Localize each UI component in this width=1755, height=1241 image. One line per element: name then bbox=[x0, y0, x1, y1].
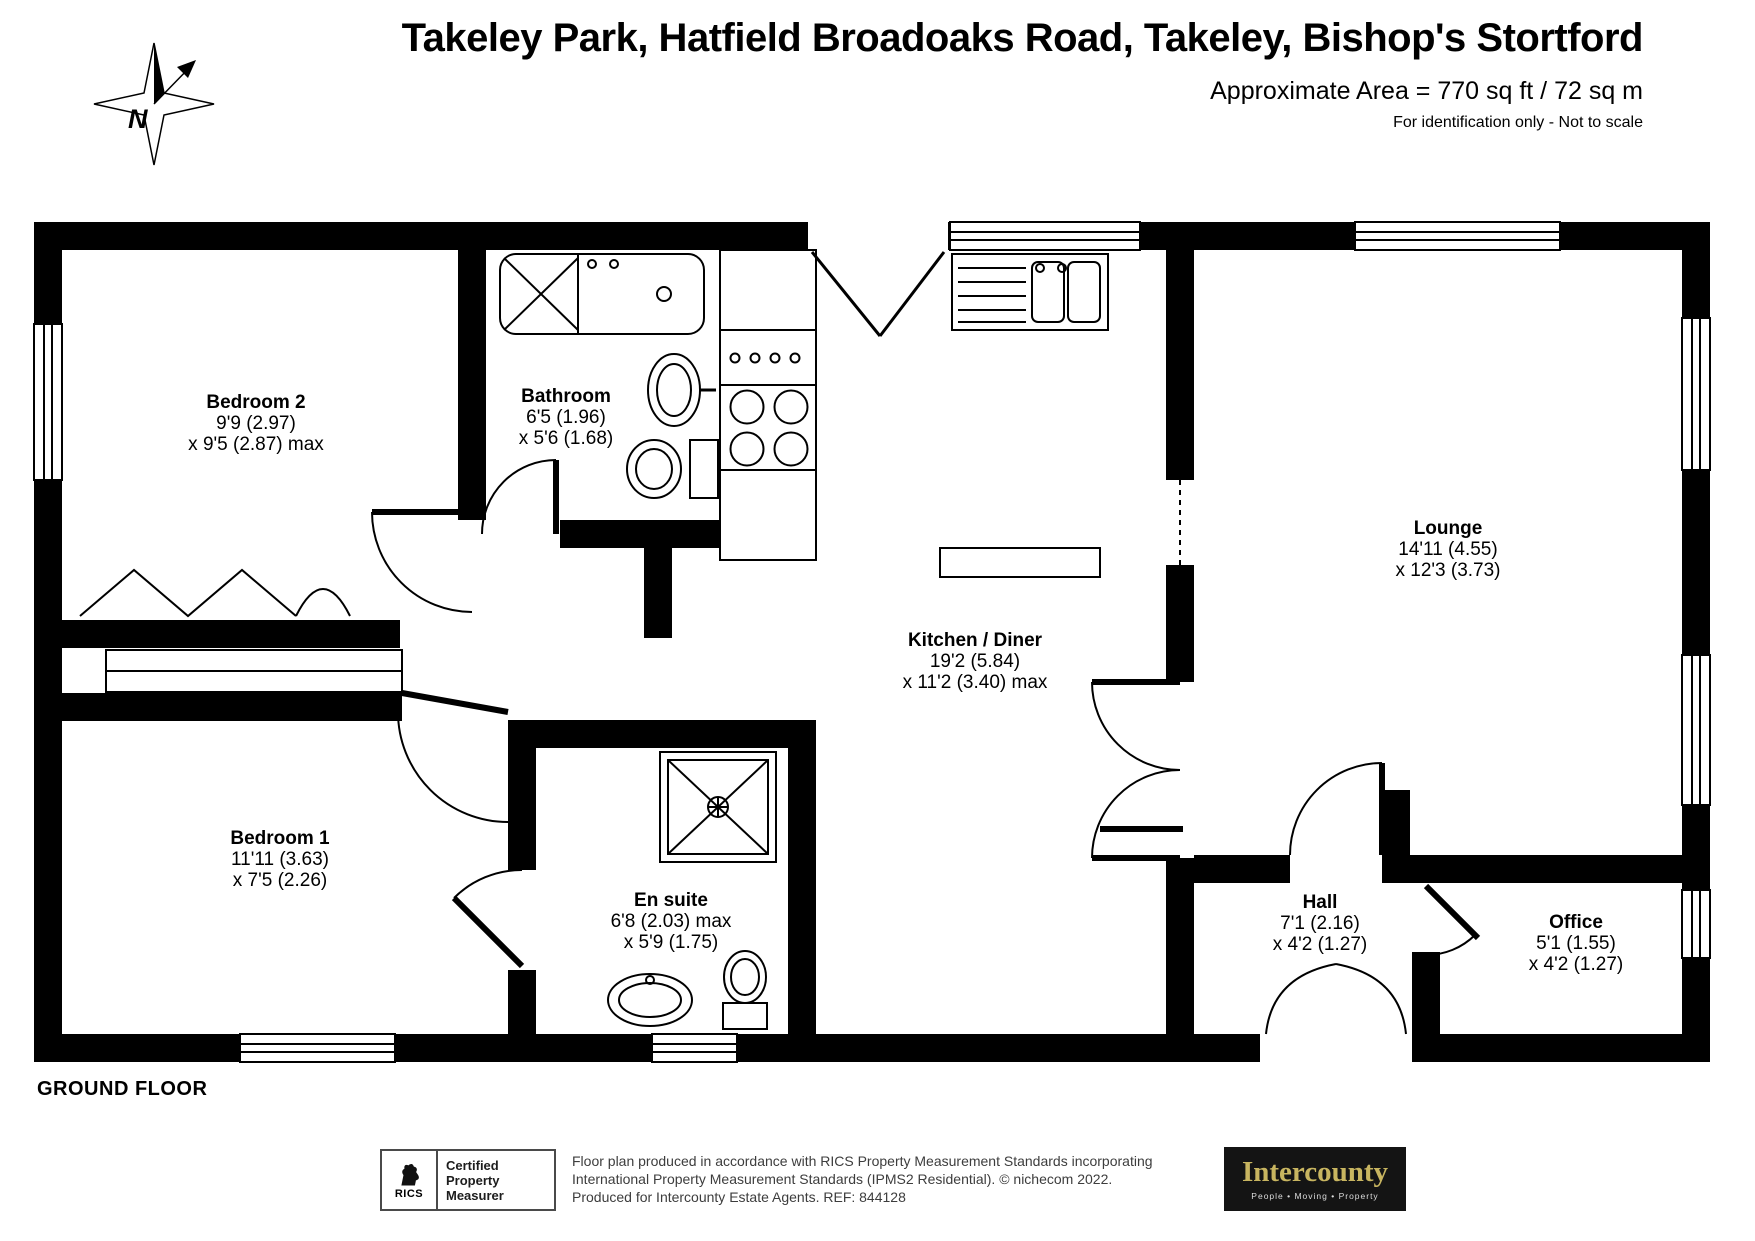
room-dim: x 5'9 (1.75) bbox=[623, 932, 719, 953]
rics-cert-text: Certified Property Measurer bbox=[438, 1151, 554, 1209]
room-label-bedroom1: Bedroom 1 11'11 (3.63) x 7'5 (2.26) bbox=[230, 828, 329, 891]
front-door-arc bbox=[1265, 963, 1337, 1035]
room-dim: x 7'5 (2.26) bbox=[232, 870, 328, 891]
room-label-ensuite: En suite 6'8 (2.03) max x 5'9 (1.75) bbox=[611, 890, 732, 953]
office-door-leaf bbox=[1423, 883, 1481, 941]
wall-openings bbox=[34, 222, 1710, 1062]
bathroom-toilet-icon bbox=[626, 439, 719, 499]
hob-icon bbox=[729, 352, 809, 467]
bedroom1-door-leaf bbox=[401, 690, 509, 715]
windows bbox=[33, 221, 1711, 1063]
room-dim: x 11'2 (3.40) max bbox=[902, 672, 1048, 693]
room-name: Bathroom bbox=[521, 386, 611, 407]
floor-label: GROUND FLOOR bbox=[37, 1078, 208, 1100]
property-title: Takeley Park, Hatfield Broadoaks Road, T… bbox=[401, 16, 1644, 60]
office-door-arc bbox=[1425, 934, 1476, 957]
walls bbox=[34, 222, 1710, 1062]
room-label-bedroom2: Bedroom 2 9'9 (2.97) x 9'5 (2.87) max bbox=[188, 392, 324, 455]
room-name: En suite bbox=[634, 890, 708, 911]
room-dim: x 9'5 (2.87) max bbox=[188, 434, 324, 455]
back-door-leaf bbox=[810, 251, 882, 337]
shower-icon bbox=[659, 751, 777, 863]
room-dim: x 12'3 (3.73) bbox=[1395, 560, 1501, 581]
bedroom1-door-arc bbox=[397, 711, 509, 823]
compass-rose-icon: N bbox=[93, 42, 215, 166]
kitchen-peninsula bbox=[939, 547, 1101, 578]
ensuite-fixtures bbox=[607, 751, 777, 1030]
wardrobe-bifold bbox=[79, 568, 297, 618]
room-dim: x 5'6 (1.68) bbox=[518, 428, 614, 449]
back-door-leaf bbox=[878, 251, 946, 337]
room-dim: 5'1 (1.55) bbox=[1536, 933, 1616, 954]
bathroom-fixtures bbox=[499, 253, 719, 499]
wardrobe-bifold bbox=[295, 588, 351, 617]
intercounty-tagline: People • Moving • Property bbox=[1251, 1191, 1379, 1201]
room-dim: 7'1 (2.16) bbox=[1280, 913, 1360, 934]
disclaimer-line: Floor plan produced in accordance with R… bbox=[572, 1153, 1153, 1169]
room-name: Office bbox=[1549, 912, 1603, 933]
room-label-kitchen-diner: Kitchen / Diner 19'2 (5.84) x 11'2 (3.40… bbox=[903, 630, 1048, 693]
room-name: Bedroom 1 bbox=[230, 828, 330, 849]
hall-lounge-door-arc bbox=[1289, 762, 1383, 856]
rics-cert-line: Property bbox=[446, 1172, 500, 1188]
wardrobes bbox=[79, 568, 403, 693]
room-dim: 19'2 (5.84) bbox=[929, 651, 1021, 672]
room-label-lounge: Lounge 14'11 (4.55) x 12'3 (3.73) bbox=[1395, 518, 1500, 581]
ensuite-door-leaf bbox=[451, 895, 525, 969]
lounge-double-door-arc bbox=[1091, 681, 1181, 771]
ensuite-door-arc bbox=[453, 868, 523, 899]
intercounty-wordmark: Intercounty bbox=[1241, 1156, 1389, 1188]
room-dim: 11'11 (3.63) bbox=[231, 849, 329, 870]
ensuite-toilet-icon bbox=[722, 950, 768, 1030]
bathroom-door-arc bbox=[481, 459, 557, 535]
kitchen-counter bbox=[719, 249, 817, 561]
bath-icon bbox=[499, 253, 705, 335]
room-dim: 6'5 (1.96) bbox=[526, 407, 606, 428]
room-label-hall: Hall 7'1 (2.16) x 4'2 (1.27) bbox=[1273, 892, 1367, 955]
room-dim: 14'11 (4.55) bbox=[1398, 539, 1498, 560]
kitchen-sink-icon bbox=[951, 253, 1109, 331]
compass-needle-head bbox=[177, 60, 196, 78]
bathroom-sink-icon bbox=[647, 353, 716, 427]
room-label-office: Office 5'1 (1.55) x 4'2 (1.27) bbox=[1529, 912, 1623, 975]
ensuite-sink-icon bbox=[607, 973, 693, 1027]
kitchen-fixtures bbox=[719, 249, 1109, 578]
compass-north-label: N bbox=[128, 104, 148, 134]
rics-cert-line: Certified bbox=[446, 1157, 499, 1173]
room-name: Hall bbox=[1302, 892, 1338, 913]
doors bbox=[371, 251, 1481, 1035]
front-door-arc bbox=[1335, 963, 1407, 1035]
intercounty-logo: Intercounty People • Moving • Property bbox=[1224, 1147, 1406, 1211]
disclaimer-line: Produced for Intercounty Estate Agents. … bbox=[572, 1189, 906, 1205]
room-name: Kitchen / Diner bbox=[907, 630, 1043, 651]
room-name: Lounge bbox=[1413, 518, 1483, 539]
header: Takeley Park, Hatfield Broadoaks Road, T… bbox=[401, 16, 1644, 132]
rics-certified-logo: RICS Certified Property Measurer bbox=[380, 1149, 556, 1211]
room-label-bathroom: Bathroom 6'5 (1.96) x 5'6 (1.68) bbox=[519, 386, 613, 449]
room-dim: 6'8 (2.03) max bbox=[610, 911, 732, 932]
room-dim: x 4'2 (1.27) bbox=[1528, 954, 1624, 975]
rics-cert-line: Measurer bbox=[446, 1187, 504, 1203]
approximate-area: Approximate Area = 770 sq ft / 72 sq m bbox=[1210, 77, 1643, 105]
disclaimer-line: International Property Measurement Stand… bbox=[572, 1171, 1113, 1187]
room-name: Bedroom 2 bbox=[206, 392, 306, 413]
disclaimer-text: Floor plan produced in accordance with R… bbox=[572, 1152, 1212, 1206]
rics-lion-icon bbox=[401, 1163, 419, 1185]
lounge-double-door-arc bbox=[1091, 769, 1181, 859]
rics-emblem: RICS bbox=[382, 1151, 438, 1209]
compass-north-fill bbox=[154, 43, 164, 104]
scale-note: For identification only - Not to scale bbox=[1393, 114, 1643, 131]
room-dim: x 4'2 (1.27) bbox=[1272, 934, 1368, 955]
rics-wordmark: RICS bbox=[394, 1187, 424, 1200]
room-dim: 9'9 (2.97) bbox=[216, 413, 296, 434]
bedroom2-door-arc bbox=[371, 511, 473, 613]
